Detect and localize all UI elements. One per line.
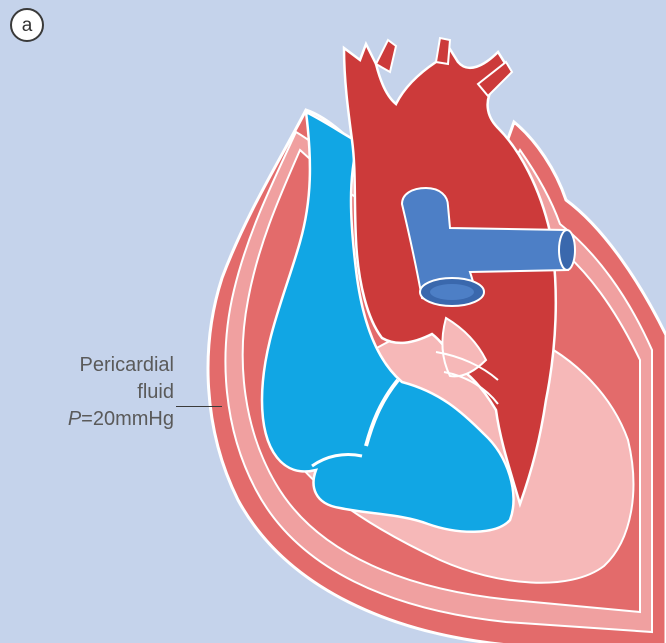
pressure-variable: P <box>68 408 81 430</box>
pulmonary-artery-opening <box>559 230 575 270</box>
pulmonary-valve-lumen <box>430 284 474 300</box>
aortic-branch-2 <box>436 38 450 64</box>
pressure-value: 20mmHg <box>93 408 174 430</box>
label-line-1: Pericardial <box>14 352 174 379</box>
leader-line <box>176 406 222 407</box>
pressure-label: P=20mmHg <box>14 406 174 433</box>
pericardial-fluid-label: Pericardial fluid P=20mmHg <box>14 352 174 433</box>
aortic-branch-1 <box>376 40 396 72</box>
pressure-operator: = <box>81 408 93 430</box>
panel-label: a <box>10 8 44 42</box>
label-line-2: fluid <box>14 379 174 406</box>
